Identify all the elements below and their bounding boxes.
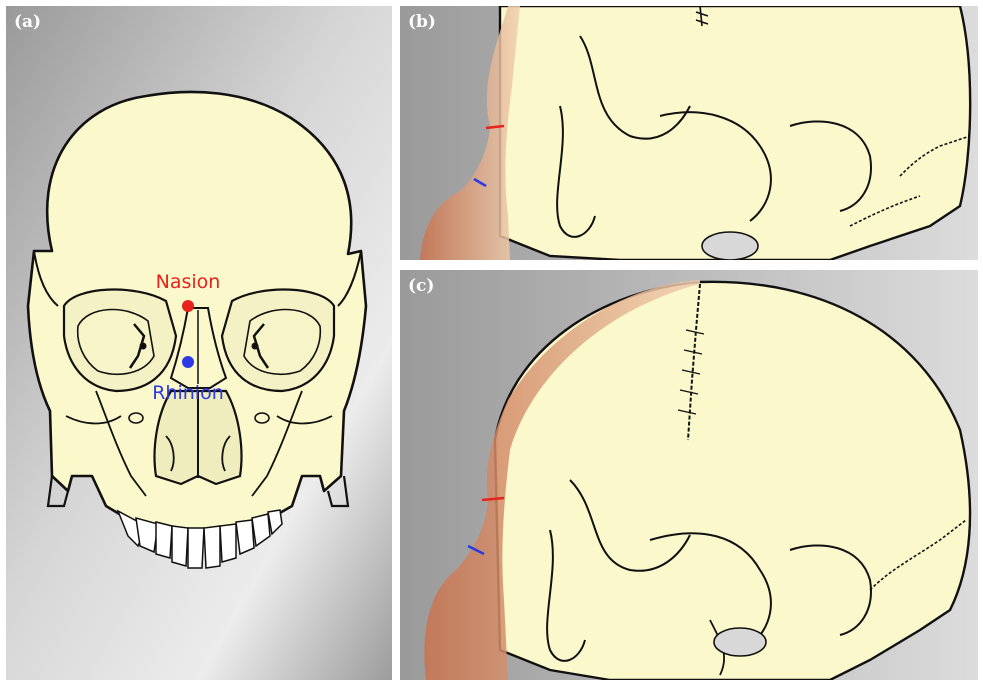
panel-a-label: (a)	[14, 12, 41, 32]
panel-b-lateral-skull: (b)	[400, 6, 978, 260]
panel-a-frontal-skull: Nasion Rhinion (a)	[6, 6, 392, 680]
panel-b-label: (b)	[408, 12, 436, 32]
nasion-label: Nasion	[156, 271, 221, 293]
rhinion-label: Rhinion	[152, 382, 224, 404]
rhinion-point	[182, 356, 194, 368]
cranium-b	[500, 6, 970, 260]
nasion-point	[182, 300, 194, 312]
frontal-skull-drawing: Nasion Rhinion	[6, 6, 392, 680]
panel-c-label: (c)	[408, 276, 434, 296]
panel-c-lateral-skull: (c)	[400, 270, 978, 680]
lateral-skull-drawing-b	[400, 6, 978, 260]
lateral-skull-drawing-c	[400, 270, 978, 680]
